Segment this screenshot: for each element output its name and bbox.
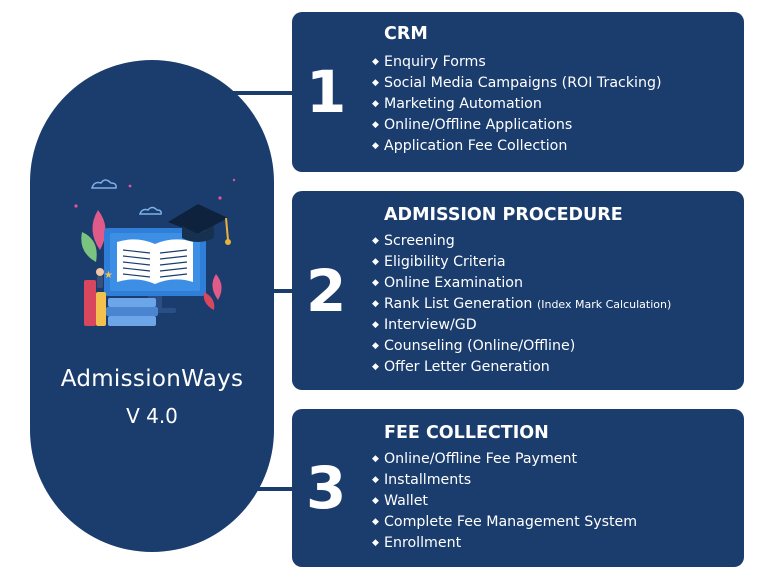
connector-line-1 (230, 91, 296, 95)
open-book-icon (117, 239, 193, 284)
list-item: ◆Wallet (372, 491, 637, 512)
book-monitor-illustration: ★ (74, 178, 236, 326)
bullet-icon: ◆ (372, 320, 379, 330)
list-item: ◆Online/Offline Fee Payment (372, 449, 637, 470)
section-title: ADMISSION PROCEDURE (384, 205, 623, 225)
section-card-admission-procedure: 2 ADMISSION PROCEDURE ◆Screening ◆Eligib… (292, 191, 744, 390)
section-title: CRM (384, 24, 428, 44)
book-stack-icon (84, 280, 158, 326)
list-item: ◆Complete Fee Management System (372, 512, 637, 533)
graduation-cap-icon (168, 204, 231, 245)
list-item: ◆Interview/GD (372, 315, 671, 336)
list-item: ◆Social Media Campaigns (ROI Tracking) (372, 73, 662, 94)
bullet-icon: ◆ (372, 257, 379, 267)
list-item: ◆Counseling (Online/Offline) (372, 336, 671, 357)
bullet-icon: ◆ (372, 475, 379, 485)
bullet-icon: ◆ (372, 78, 379, 88)
list-item: ◆Enrollment (372, 533, 637, 554)
plant-icon (81, 210, 106, 262)
item-note: (Index Mark Calculation) (536, 298, 672, 311)
bullet-icon: ◆ (372, 236, 379, 246)
bullet-icon: ◆ (372, 120, 379, 130)
bullet-icon: ◆ (372, 141, 379, 151)
cloud-icon (91, 179, 162, 215)
section-card-crm: 1 CRM ◆Enquiry Forms ◆Social Media Campa… (292, 12, 744, 172)
section-number: 2 (306, 256, 347, 325)
star-icon: ★ (104, 270, 113, 281)
product-name: AdmissionWays (60, 366, 244, 392)
list-item: ◆Installments (372, 470, 637, 491)
bullet-icon: ◆ (372, 341, 379, 351)
list-item: ◆Online Examination (372, 273, 671, 294)
section-item-list: ◆Online/Offline Fee Payment ◆Installment… (372, 449, 637, 554)
bullet-icon: ◆ (372, 538, 379, 548)
bullet-icon: ◆ (372, 57, 379, 67)
list-item: ◆Marketing Automation (372, 94, 662, 115)
connector-line-2 (260, 289, 296, 293)
list-item: ◆Enquiry Forms (372, 52, 662, 73)
bullet-icon: ◆ (372, 454, 379, 464)
list-item: ◆Application Fee Collection (372, 136, 662, 157)
product-version: V 4.0 (126, 404, 178, 428)
bullet-icon: ◆ (372, 99, 379, 109)
list-item: ◆Offer Letter Generation (372, 357, 671, 378)
connector-line-3 (230, 487, 296, 491)
list-item: ◆Eligibility Criteria (372, 252, 671, 273)
list-item: ◆Screening (372, 231, 671, 252)
bullet-icon: ◆ (372, 362, 379, 372)
section-title: FEE COLLECTION (384, 423, 549, 443)
bullet-icon: ◆ (372, 496, 379, 506)
plant-right-icon (203, 274, 222, 310)
section-number: 1 (306, 58, 347, 126)
sparkle-icon (74, 178, 236, 208)
bullet-icon: ◆ (372, 299, 379, 309)
person-icon (96, 268, 104, 288)
bullet-icon: ◆ (372, 517, 379, 527)
section-item-list: ◆Enquiry Forms ◆Social Media Campaigns (… (372, 52, 662, 157)
section-number: 3 (306, 454, 347, 522)
bullet-icon: ◆ (372, 278, 379, 288)
list-item: ◆Rank List Generation (Index Mark Calcul… (372, 294, 671, 315)
list-item: ◆Online/Offline Applications (372, 115, 662, 136)
section-item-list: ◆Screening ◆Eligibility Criteria ◆Online… (372, 231, 671, 378)
section-card-fee-collection: 3 FEE COLLECTION ◆Online/Offline Fee Pay… (292, 409, 744, 567)
